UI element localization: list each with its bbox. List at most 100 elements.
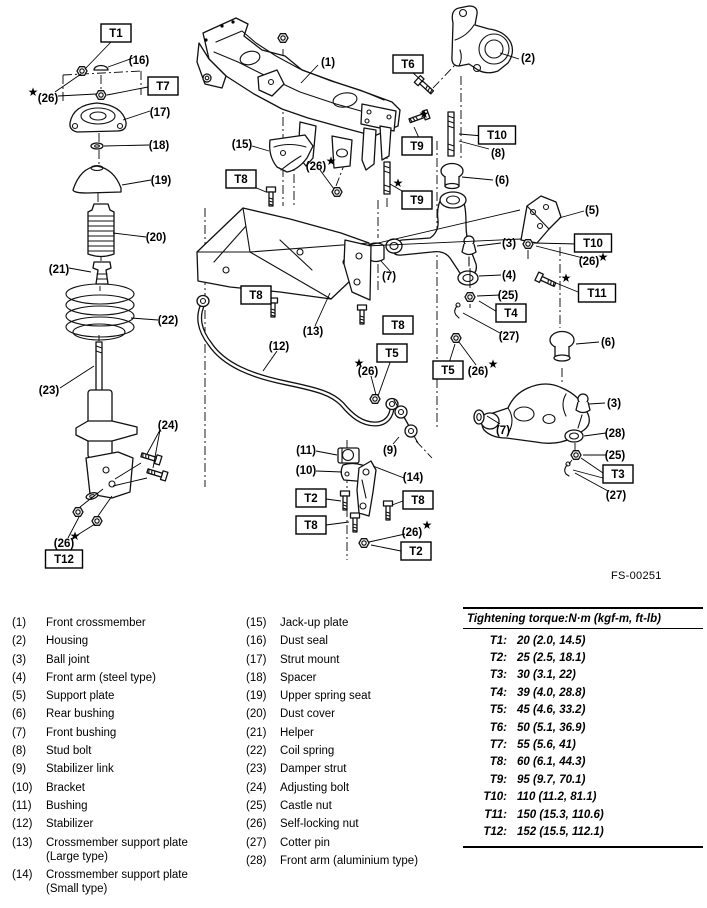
legend-item: (9)Stabilizer link (12, 762, 238, 776)
part-callout: (26) (358, 366, 379, 378)
torque-row-value: 45 (4.6, 33.2) (517, 704, 586, 717)
torque-ref-label: T8 (304, 520, 318, 532)
self-locking-nut-part (369, 394, 381, 404)
torque-row-id: T4: (489, 686, 507, 699)
legend-item-name: Bushing (46, 799, 88, 812)
torque-row: T7:55 (5.6, 41) (463, 736, 703, 753)
torque-row-id: T7: (489, 739, 507, 752)
legend-item-name: Crossmember support plate(Large type) (46, 836, 188, 863)
legend-item-name: Spacer (280, 671, 317, 684)
legend-item-number: (6) (12, 708, 27, 721)
dust-cover-part (87, 203, 115, 258)
legend-item-name: Front bushing (46, 726, 117, 739)
housing-part (451, 5, 514, 74)
legend-item-number: (9) (12, 763, 27, 776)
self-locking-nut-part (450, 333, 462, 343)
torque-row-value: 110 (11.2, 81.1) (517, 791, 597, 804)
torque-row: T12:152 (15.5, 112.1) (463, 823, 703, 840)
washer-part (84, 490, 100, 502)
torque-row-value: 39 (4.0, 28.8) (517, 686, 586, 699)
legend-column-2: (15)Jack-up plate(16)Dust seal(17)Strut … (246, 616, 462, 872)
torque-row-value: 25 (2.5, 18.1) (517, 652, 586, 665)
front-bushing-part (473, 409, 485, 425)
part-callout: (28) (605, 428, 626, 440)
legend-item: (13) Crossmember support plate(Large type… (12, 836, 238, 865)
torque-row: T5:45 (4.6, 33.2) (463, 702, 703, 719)
torque-ref-box: T4 (495, 303, 527, 323)
legend-item-number: (28) (246, 854, 267, 867)
legend-item-number: (1) (12, 617, 27, 629)
legend-item: (7)Front bushing (12, 726, 238, 740)
star-icon: ★ (488, 357, 499, 371)
torque-row-value: 95 (9.7, 70.1) (517, 773, 586, 786)
torque-ref-label: T4 (504, 308, 518, 320)
torque-row: T2:25 (2.5, 18.1) (463, 649, 703, 666)
cotter-pin-part (564, 461, 571, 477)
legend-item-name-line2: (Small type) (46, 883, 108, 896)
legend-item-name: Strut mount (280, 653, 340, 666)
strut-mount-part (69, 102, 127, 133)
part-callout: (6) (495, 175, 509, 187)
housing-bolt-part (413, 74, 436, 97)
legend-item-number: (20) (246, 708, 267, 721)
front-arm-steel-part (367, 191, 479, 319)
castle-nut-part (464, 292, 476, 302)
castle-nut-part (570, 450, 582, 460)
torque-row-id: T1: (489, 634, 507, 647)
torque-ref-box: T9 (401, 136, 433, 156)
part-callout: (13) (303, 326, 324, 338)
front-crossmember-part (196, 17, 436, 207)
torque-ref-box: T8 (295, 515, 327, 535)
legend-item-name: Coil spring (280, 745, 335, 758)
legend-item-number: (11) (12, 799, 32, 812)
legend-item-number: (3) (12, 653, 27, 666)
torque-ref-label: T10 (487, 130, 507, 142)
torque-row-value: 152 (15.5, 112.1) (517, 825, 604, 838)
part-callout: (7) (382, 271, 396, 283)
legend-item: (25)Castle nut (246, 799, 462, 813)
torque-ref-box: T3 (602, 464, 634, 484)
torque-ref-label: T3 (611, 469, 624, 481)
legend-item: (1)Front crossmember (12, 616, 238, 630)
crossmember-support-plate-small-part (356, 460, 377, 517)
legend-item-name: Ball joint (46, 653, 90, 666)
legend-item-name: Front arm (steel type) (46, 671, 156, 684)
part-callout: (16) (129, 55, 150, 67)
torque-row-id: T6: (489, 721, 507, 734)
legend-item-number: (13) (12, 836, 33, 849)
bushing-part (337, 447, 360, 464)
star-icon: ★ (419, 107, 430, 121)
torque-ref-box: T10 (477, 125, 517, 145)
part-callout: (9) (383, 445, 397, 457)
legend-item-number: (22) (246, 745, 267, 758)
legend-item-number: (23) (246, 763, 267, 776)
legend-item: (20)Dust cover (246, 707, 462, 721)
torque-row: T1:20 (2.0, 14.5) (463, 632, 703, 649)
part-callout: (20) (146, 232, 167, 244)
helper-part (92, 261, 112, 285)
part-callout: (19) (151, 175, 172, 187)
bolt-part (349, 512, 361, 533)
legend-item-number: (8) (12, 745, 27, 758)
legend-item-number: (21) (246, 726, 267, 739)
legend-item: (23) Damper strut (246, 762, 462, 776)
part-callout: (25) (498, 290, 519, 302)
part-callout: (14) (403, 472, 424, 484)
legend-item: (12)Stabilizer (12, 817, 238, 831)
stud-bolt-part (383, 161, 391, 195)
legend-item: (26)Self-locking nut (246, 817, 462, 831)
stud-bolt-bushing-chain (440, 111, 464, 190)
legend-item-number: (18) (246, 671, 267, 684)
legend-item-name: Damper strut (280, 763, 347, 776)
torque-row: T4: 39 (4.0, 28.8) (463, 684, 703, 701)
legend-item: (18) Spacer (246, 671, 462, 685)
part-callout: (26) (468, 366, 489, 378)
suspension-exploded-diagram: T1T7T6T8T9T9T10T8T8T10T11T4T5T5T2T8T8T2T… (28, 5, 634, 569)
part-callout: (1) (321, 57, 335, 69)
star-icon: ★ (354, 356, 365, 370)
torque-row: T11:150 (15.3, 110.6) (463, 806, 703, 823)
self-locking-nut-part (91, 516, 103, 526)
torque-ref-label: T8 (249, 290, 263, 302)
legend-item-name: Stud bolt (46, 745, 92, 758)
part-callout: (26) (579, 256, 600, 268)
